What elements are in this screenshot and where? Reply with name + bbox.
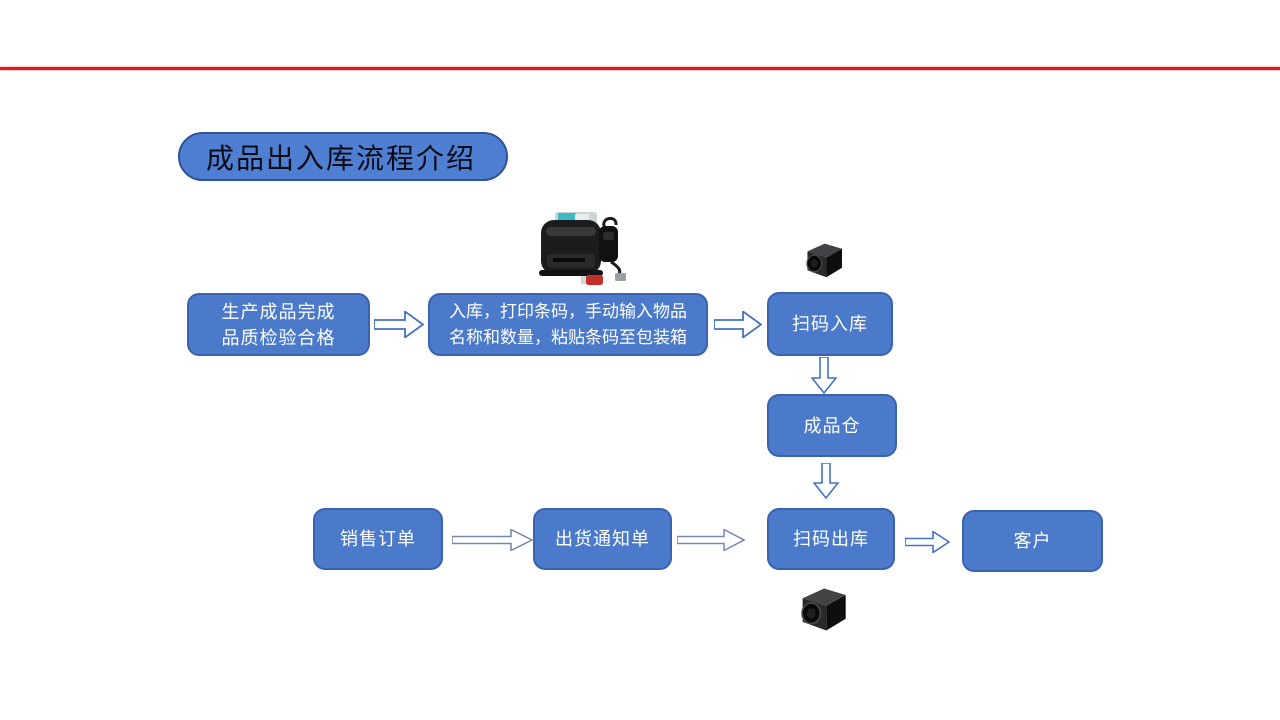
node-customer: 客户 — [962, 510, 1103, 572]
top-divider-line — [0, 67, 1280, 70]
barcode-printer-photo — [535, 210, 630, 292]
scanner-camera-photo-inbound — [800, 241, 846, 284]
slide-title-pill: 成品出入库流程介绍 — [178, 132, 508, 181]
node-label: 扫码入库 — [792, 314, 868, 334]
node-label: 出货通知单 — [555, 529, 650, 549]
node-label-line: 入库，打印条码，手动输入物品 — [449, 301, 687, 321]
slide-title: 成品出入库流程介绍 — [206, 142, 477, 174]
node-label-line: 名称和数量，粘贴条码至包装箱 — [449, 327, 687, 347]
scanner-camera-icon — [801, 588, 846, 631]
node-scan-outbound: 扫码出库 — [767, 508, 895, 570]
scanner-camera-icon — [806, 243, 842, 278]
node-sales-order: 销售订单 — [313, 508, 443, 570]
node-label-line: 生产成品完成 — [221, 301, 336, 322]
node-label: 成品仓 — [803, 415, 861, 436]
node-label: 销售订单 — [340, 529, 416, 549]
arrow-right-icon — [905, 531, 950, 553]
arrow-down-icon — [811, 357, 837, 394]
node-quality-check: 生产成品完成 品质检验合格 — [187, 293, 370, 356]
barcode-printer-icon — [539, 212, 626, 285]
node-shipping-notice: 出货通知单 — [533, 508, 672, 570]
node-finished-goods-warehouse: 成品仓 — [767, 394, 897, 457]
arrow-right-icon — [374, 311, 424, 338]
node-scan-inbound: 扫码入库 — [767, 292, 893, 356]
node-inbound-print-barcode: 入库，打印条码，手动输入物品 名称和数量，粘贴条码至包装箱 — [428, 293, 708, 356]
node-label: 扫码出库 — [793, 529, 869, 549]
arrow-right-icon — [677, 529, 745, 551]
arrow-down-icon — [813, 463, 839, 499]
arrow-right-icon — [452, 529, 533, 551]
scanner-camera-photo-outbound — [794, 585, 850, 638]
node-label: 客户 — [1013, 531, 1052, 551]
arrow-right-icon — [714, 311, 762, 338]
node-label-line: 品质检验合格 — [221, 327, 336, 348]
